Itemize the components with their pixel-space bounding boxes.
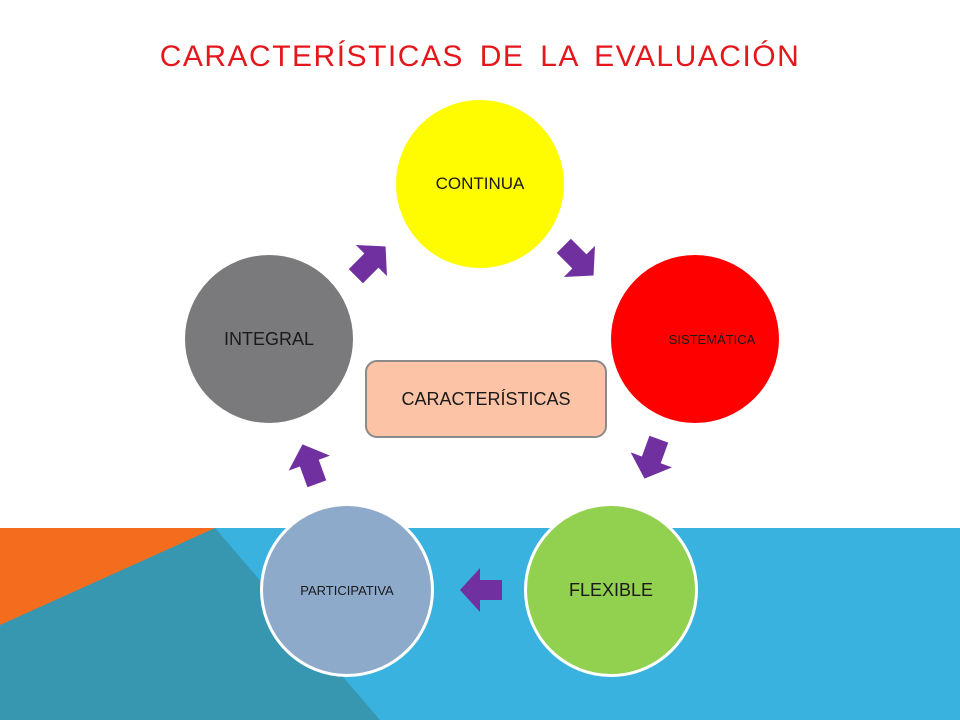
center-box: CARACTERÍSTICAS (365, 360, 607, 438)
node-sistematica-label: SISTEMÁTICA (668, 331, 756, 347)
node-sistematica: SISTEMÁTICA (608, 252, 782, 426)
node-flexible: FLEXIBLE (524, 503, 698, 677)
center-box-label: CARACTERÍSTICAS (401, 388, 571, 409)
node-continua: CONTINUA (393, 97, 567, 271)
node-participativa: PARTICIPATIVA (260, 503, 434, 677)
node-integral: INTEGRAL (182, 252, 356, 426)
node-flexible-label: FLEXIBLE (568, 579, 654, 600)
node-integral-label: INTEGRAL (223, 328, 315, 349)
background-orange-triangle (0, 528, 215, 625)
page-title: CARACTERÍSTICAS DE LA EVALUACIÓN (159, 40, 801, 73)
node-continua-label: CONTINUA (435, 174, 525, 193)
node-participativa-label: PARTICIPATIVA (300, 582, 394, 598)
